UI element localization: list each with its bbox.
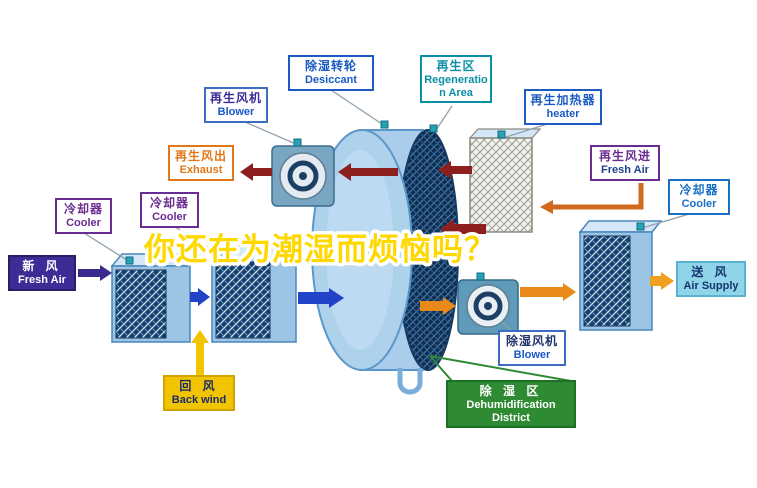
label-regen-fresh-air-zh: 再生风进 [598,149,651,163]
arrow-heater-to-wheel [438,161,472,179]
label-dehumid-blower: 除湿风机 Blower [498,330,566,366]
district-leader-wedge [429,355,572,382]
label-cooler-left-outer-en: Cooler [66,217,101,229]
label-cooler-right-zh: 冷却器 [679,183,719,197]
label-air-supply-zh: 送 风 [691,265,731,279]
arrow-wheel-to-supply-fan [420,297,456,315]
cooling-coil-unit-left-1 [110,253,202,343]
arrow-coil1-to-coil2 [190,288,210,306]
label-regen-exhaust: 再生风出 Exhaust [168,145,234,181]
label-regen-blower: 再生风机 Blower [204,87,268,123]
label-regen-fresh-air: 再生风进 Fresh Air [590,145,660,181]
arrow-wheel-to-regen-fan [338,163,398,181]
cooling-coil-unit-right [578,220,663,331]
arrow-fresh-air-inlet [78,265,112,281]
label-cooler-right-en: Cooler [681,198,717,210]
label-dehumid-blower-en: Blower [513,349,551,361]
label-cooler-left-outer: 冷却器 Cooler [55,198,112,234]
label-return-air: 回 风 Back wind [163,375,235,411]
label-fresh-air-inlet-en: Fresh Air [18,274,66,286]
label-regen-heater-en: heater [546,108,580,120]
arrow-regen-fan-to-exhaust [240,163,272,181]
connector-squares [125,120,645,281]
label-regen-blower-en: Blower [217,106,255,118]
label-return-air-en: Back wind [171,394,227,406]
label-regen-blower-zh: 再生风机 [209,91,262,105]
label-desiccant-wheel: 除湿转轮 Desiccant [288,55,374,91]
label-dehumid-district: 除 湿 区 Dehumidification District [446,380,576,429]
label-regen-fresh-air-en: Fresh Air [601,164,649,176]
label-cooler-left-inner: 冷却器 Cooler [140,192,199,228]
arrow-return-air [191,330,209,376]
label-regen-area-en: Regeneration Area [424,74,488,99]
label-regen-exhaust-en: Exhaust [179,164,223,176]
label-regen-area-zh: 再生区 [436,59,476,73]
label-air-supply: 送 风 Air Supply [676,261,746,297]
label-leader-lines [83,89,697,332]
label-cooler-left-outer-zh: 冷却器 [63,202,103,216]
arrow-regen-inlet-path [552,183,644,210]
label-fresh-air-inlet: 新 风 Fresh Air [8,255,76,291]
arrow-to-air-supply [650,272,674,290]
label-dehumid-district-en: Dehumidification District [466,399,556,424]
label-dehumid-blower-zh: 除湿风机 [505,334,558,348]
label-fresh-air-inlet-zh: 新 风 [22,259,62,273]
label-cooler-right: 冷却器 Cooler [668,179,730,215]
label-air-supply-en: Air Supply [683,280,739,292]
label-return-air-zh: 回 风 [179,379,219,393]
arrow-coil2-to-wheel [298,288,344,308]
supply-blower-fan [457,279,519,335]
label-regen-exhaust-zh: 再生风出 [174,149,227,163]
arrow-regen-inlet-head [540,200,553,214]
cooling-coil-unit-left-2 [210,245,308,343]
regen-blower-fan [271,145,335,207]
label-regen-area: 再生区 Regeneration Area [420,55,492,104]
label-desiccant-wheel-en: Desiccant [305,74,357,86]
regen-heater-unit [468,128,542,233]
wheel-drain-bracket [397,368,423,395]
label-cooler-left-inner-en: Cooler [152,211,187,223]
label-regen-heater-zh: 再生加热器 [530,93,596,107]
label-dehumid-district-zh: 除 湿 区 [479,384,543,398]
arrow-supply-fan-to-cooler [520,283,576,301]
label-desiccant-wheel-zh: 除湿转轮 [304,59,357,73]
label-regen-heater: 再生加热器 heater [524,89,602,125]
arrow-heated-air-into-wheel [440,219,486,239]
label-cooler-left-inner-zh: 冷却器 [149,196,189,210]
